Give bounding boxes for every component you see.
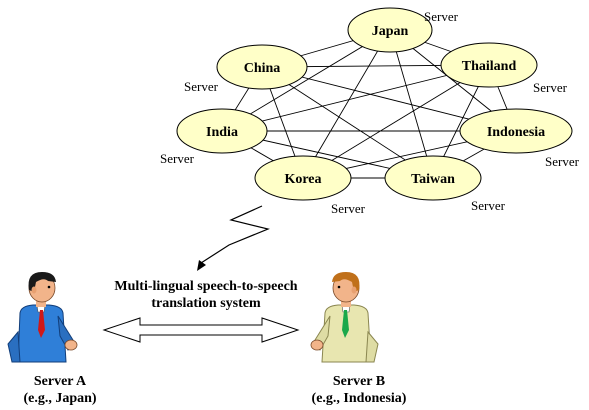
server-label-thailand: Server bbox=[533, 80, 568, 95]
person-b-icon bbox=[310, 272, 379, 363]
node-japan: Japan bbox=[347, 7, 433, 53]
server-label-indonesia: Server bbox=[545, 154, 580, 169]
system-caption-line2: translation system bbox=[151, 296, 261, 311]
node-label-thailand: Thailand bbox=[462, 59, 517, 74]
node-taiwan: Taiwan bbox=[384, 155, 482, 201]
network-access-link bbox=[197, 205, 270, 271]
translation-double-arrow bbox=[102, 317, 300, 343]
node-label-india: India bbox=[206, 125, 238, 140]
node-label-taiwan: Taiwan bbox=[411, 172, 455, 187]
node-label-indonesia: Indonesia bbox=[487, 125, 545, 140]
server-label-taiwan: Server bbox=[471, 198, 506, 213]
person-a-example: (e.g., Japan) bbox=[23, 391, 96, 406]
person-b-name: Server B bbox=[333, 374, 385, 389]
node-indonesia: Indonesia bbox=[459, 108, 573, 154]
node-thailand: Thailand bbox=[440, 42, 538, 88]
server-label-korea: Server bbox=[331, 201, 366, 216]
node-korea: Korea bbox=[254, 155, 352, 201]
node-label-china: China bbox=[244, 61, 281, 76]
node-china: China bbox=[216, 44, 308, 90]
link-arrowhead bbox=[197, 260, 206, 271]
link-china-taiwan bbox=[261, 66, 434, 179]
server-label-india: Server bbox=[160, 151, 195, 166]
person-b-example: (e.g., Indonesia) bbox=[312, 391, 407, 406]
link-japan-korea bbox=[302, 29, 391, 179]
system-caption-line1: Multi-lingual speech-to-speech bbox=[114, 279, 297, 294]
node-label-korea: Korea bbox=[284, 172, 321, 187]
person-a-name: Server A bbox=[34, 374, 87, 389]
node-label-japan: Japan bbox=[372, 24, 409, 39]
node-india: India bbox=[176, 108, 268, 154]
server-label-japan: Server bbox=[424, 9, 459, 24]
server-label-china: Server bbox=[184, 79, 219, 94]
link-thailand-korea bbox=[302, 64, 490, 179]
link-japan-taiwan bbox=[389, 29, 434, 179]
link-thailand-india bbox=[221, 64, 490, 132]
person-a-icon bbox=[7, 272, 78, 363]
